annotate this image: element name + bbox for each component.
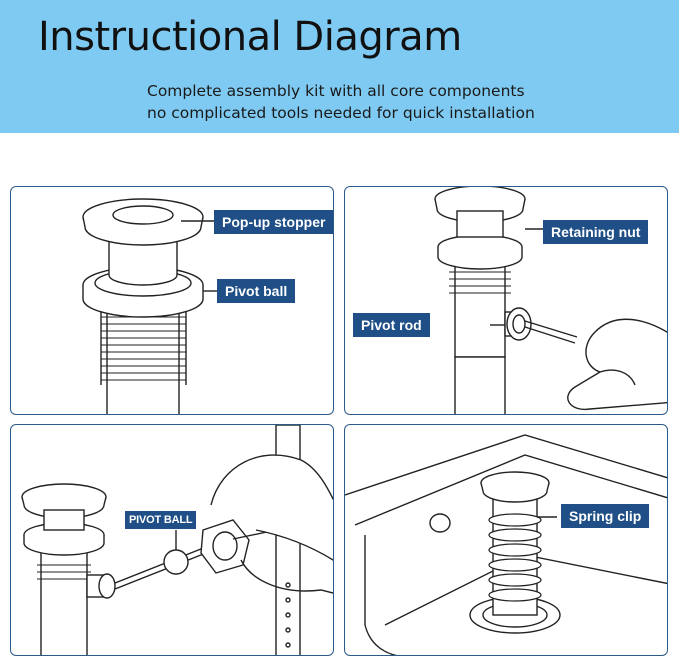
label-pivot-ball: Pivot ball (217, 279, 296, 303)
panel-sink-install: Spring clip (344, 424, 668, 656)
panel-pivot-rod-install: Retaining nut Pivot rod (344, 186, 668, 415)
label-pop-up-stopper: Pop-up stopper (214, 210, 333, 234)
subtitle: Complete assembly kit with all core comp… (147, 80, 647, 124)
stopper-drawing (82, 198, 219, 414)
label-retaining-nut: Retaining nut (543, 220, 649, 244)
subtitle-line-2: no complicated tools needed for quick in… (147, 104, 535, 122)
panel-pivot-ball-connect: PIVOT BALL (10, 424, 334, 656)
pivot-rod-drawing (434, 187, 667, 414)
header-banner: Instructional Diagram Complete assembly … (0, 0, 679, 133)
label-pivot-ball-caps: PIVOT BALL (125, 511, 197, 529)
panel-stopper-assembly: Pop-up stopper Pivot ball (10, 186, 334, 415)
label-spring-clip: Spring clip (561, 504, 650, 528)
page-title: Instructional Diagram (38, 14, 462, 60)
pivot-ball-drawing (21, 425, 333, 655)
label-pivot-rod: Pivot rod (353, 313, 430, 337)
sink-drawing (345, 434, 667, 655)
subtitle-line-1: Complete assembly kit with all core comp… (147, 82, 525, 100)
